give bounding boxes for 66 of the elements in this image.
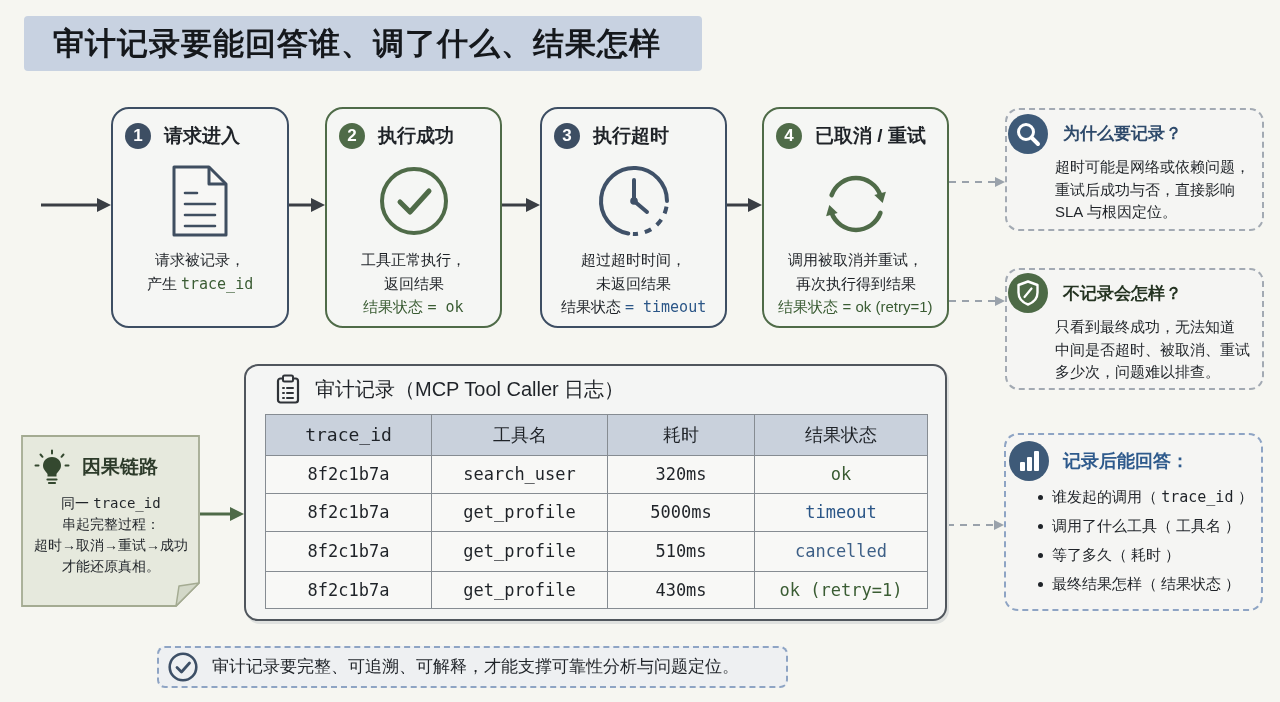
step-card (540, 107, 727, 328)
step-title: 执行成功 (378, 124, 454, 148)
table-cell: 5000ms (607, 493, 755, 532)
list-item: 谁发起的调用（ trace_id ） (1052, 487, 1253, 508)
card-heading: 不记录会怎样？ (1063, 283, 1182, 305)
log-panel (244, 364, 947, 621)
table-cell: 8f2c1b7a (265, 455, 432, 494)
arrow (200, 507, 244, 521)
step-card (762, 107, 949, 328)
table-cell: ok (754, 455, 928, 494)
status-text: 结果状态 = timeout (559, 297, 708, 318)
table-cell: get_profile (431, 571, 608, 609)
table-cell: 320ms (607, 455, 755, 494)
arrow (502, 198, 540, 212)
step-title: 已取消 / 重试 (815, 124, 926, 148)
card-heading: 记录后能回答： (1063, 450, 1189, 473)
summary-banner (157, 646, 788, 688)
list-item: 调用了什么工具（ 工具名 ） (1052, 516, 1241, 536)
info-card (1005, 108, 1264, 231)
table-cell: timeout (754, 493, 928, 532)
table-cell: search_user (431, 455, 608, 494)
card-text: 只看到最终成功，无法知道中间是否超时、被取消、重试多少次，问题难以排查。 (1055, 317, 1251, 382)
dashed-arrow (948, 177, 1005, 187)
table-cell: get_profile (431, 531, 608, 572)
status-text: 结果状态 = ok (retry=1) (777, 297, 934, 317)
dashed-arrow (946, 520, 1004, 530)
step-card (111, 107, 289, 328)
note-text: 同一 trace_id串起完整过程：超时→取消→重试→成功才能还原真相。 (33, 494, 189, 576)
header-cell: 耗时 (607, 414, 755, 456)
arrow (289, 198, 325, 212)
number-badge: 2 (339, 123, 365, 149)
step-title: 请求进入 (164, 124, 240, 148)
number-badge: 1 (125, 123, 151, 149)
table-cell: cancelled (754, 531, 928, 572)
step-card (325, 107, 502, 328)
table-cell: 8f2c1b7a (265, 531, 432, 572)
table-cell: 510ms (607, 531, 755, 572)
card-heading: 为什么要记录？ (1063, 123, 1182, 145)
summary-text: 审计记录要完整、可追溯、可解释，才能支撑可靠性分析与问题定位。 (212, 656, 739, 678)
table-cell: get_profile (431, 493, 608, 532)
step-description: 请求被记录，产生 trace_id (145, 250, 255, 295)
table-cell: 430ms (607, 571, 755, 609)
header-cell: 结果状态 (754, 414, 928, 456)
number-badge: 3 (554, 123, 580, 149)
status-text: 结果状态 = ok (362, 297, 465, 318)
step-description: 工具正常执行，返回结果 (360, 250, 467, 294)
table-cell: 8f2c1b7a (265, 493, 432, 532)
table-cell: ok (retry=1) (754, 571, 928, 609)
arrow (727, 198, 762, 212)
info-card (1004, 433, 1263, 611)
header-cell: trace_id (265, 414, 432, 456)
step-description: 超过超时时间，未返回结果 (580, 250, 687, 294)
list-item: 最终结果怎样（ 结果状态 ） (1052, 574, 1241, 594)
dashed-arrow (948, 296, 1005, 306)
list-item: 等了多久（ 耗时 ） (1052, 545, 1181, 565)
note-heading: 因果链路 (82, 455, 158, 479)
arrow (41, 198, 111, 212)
step-description: 调用被取消并重试，再次执行得到结果 (787, 250, 924, 294)
number-badge: 4 (776, 123, 802, 149)
table-cell: 8f2c1b7a (265, 571, 432, 609)
card-text: 超时可能是网络或依赖问题，重试后成功与否，直接影响 SLA 与根因定位。 (1055, 157, 1251, 222)
title-banner: 审计记录要能回答谁、调了什么、结果怎样 (24, 16, 702, 71)
info-card (1005, 268, 1264, 390)
header-cell: 工具名 (431, 414, 608, 456)
step-title: 执行超时 (593, 124, 669, 148)
panel-title: 审计记录（MCP Tool Caller 日志） (315, 377, 625, 402)
